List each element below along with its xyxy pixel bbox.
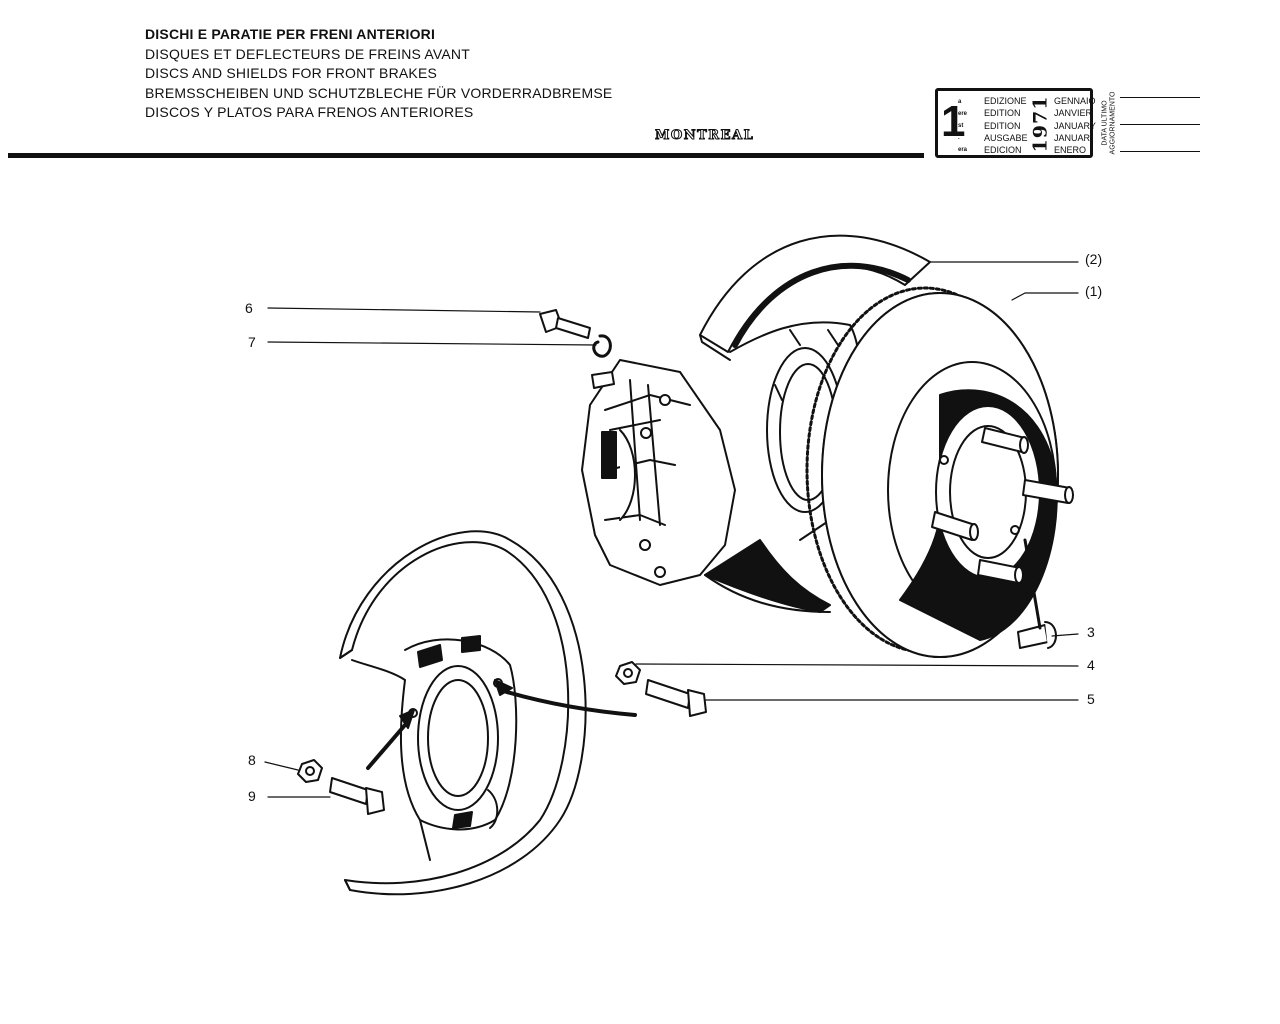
brake-disc bbox=[805, 286, 1059, 658]
edition-month: JANVIER bbox=[1054, 108, 1093, 119]
callout-7: 7 bbox=[248, 334, 256, 350]
callout-6: 6 bbox=[245, 300, 253, 316]
callout-5: 5 bbox=[1087, 691, 1095, 707]
wheel-studs bbox=[931, 427, 1074, 584]
edition-label: AUSGABE bbox=[984, 132, 1028, 143]
edition-label: EDITION bbox=[984, 108, 1021, 119]
callout-1: (1) bbox=[1085, 283, 1102, 299]
callout-9: 9 bbox=[248, 788, 256, 804]
washer-7 bbox=[592, 334, 612, 358]
edition-box: 1 a ere st . era EDIZIONE EDITION EDITIO… bbox=[935, 88, 1096, 158]
header-rule bbox=[8, 153, 924, 158]
bolt-6 bbox=[539, 309, 591, 339]
update-line bbox=[1120, 97, 1200, 98]
title-italian: DISCHI E PARATIE PER FRENI ANTERIORI bbox=[145, 26, 436, 42]
nut-4 bbox=[615, 661, 641, 685]
title-german: BREMSSCHEIBEN UND SCHUTZBLECHE FÜR VORDE… bbox=[145, 84, 613, 101]
leader-lines bbox=[264, 261, 1079, 798]
callout-2: (2) bbox=[1085, 251, 1102, 267]
edition-label: EDICION bbox=[984, 145, 1022, 156]
title-block: DISCHI E PARATIE PER FRENI ANTERIORI DIS… bbox=[145, 25, 612, 123]
edition-label: EDIZIONE bbox=[984, 96, 1027, 106]
callout-4: 4 bbox=[1087, 657, 1095, 673]
callout-3: 3 bbox=[1087, 624, 1095, 640]
title-french: DISQUES ET DEFLECTEURS DE FREINS AVANT bbox=[145, 45, 470, 62]
edition-suffix: ere bbox=[958, 111, 968, 117]
edition-month: JANUAR bbox=[1054, 132, 1091, 143]
upper-dust-shield bbox=[699, 234, 931, 613]
bolt-5 bbox=[645, 679, 707, 717]
title-english: DISCS AND SHIELDS FOR FRONT BRAKES bbox=[145, 65, 438, 82]
brake-caliper bbox=[581, 359, 736, 586]
title-spanish: DISCOS Y PLATOS PARA FRENOS ANTERIORES bbox=[145, 104, 474, 121]
edition-suffix: a bbox=[958, 99, 962, 105]
edition-suffixes: a ere st . era bbox=[958, 96, 967, 156]
edition-number: 1 bbox=[941, 97, 966, 146]
lower-dust-shield bbox=[339, 530, 637, 896]
bolt-9 bbox=[329, 777, 385, 815]
callout-8: 8 bbox=[248, 752, 256, 768]
edition-label: EDITION bbox=[984, 120, 1021, 131]
edition-suffix: era bbox=[958, 147, 968, 153]
nut-8 bbox=[297, 759, 323, 783]
update-line bbox=[1120, 124, 1200, 125]
edition-suffix: st bbox=[958, 123, 964, 129]
screw-3 bbox=[1017, 538, 1057, 649]
edition-suffix: . bbox=[958, 135, 960, 141]
edition-month: GENNAIO bbox=[1054, 96, 1096, 106]
edition-months: GENNAIO JANVIER JANUARY JANUAR ENERO bbox=[1054, 95, 1096, 156]
update-line bbox=[1120, 151, 1200, 152]
edition-month: ENERO bbox=[1054, 145, 1087, 156]
model-logo: MONTREAL bbox=[654, 128, 755, 144]
edition-month: JANUARY bbox=[1054, 120, 1096, 131]
edition-labels: EDIZIONE EDITION EDITION AUSGABE EDICION bbox=[984, 95, 1028, 156]
